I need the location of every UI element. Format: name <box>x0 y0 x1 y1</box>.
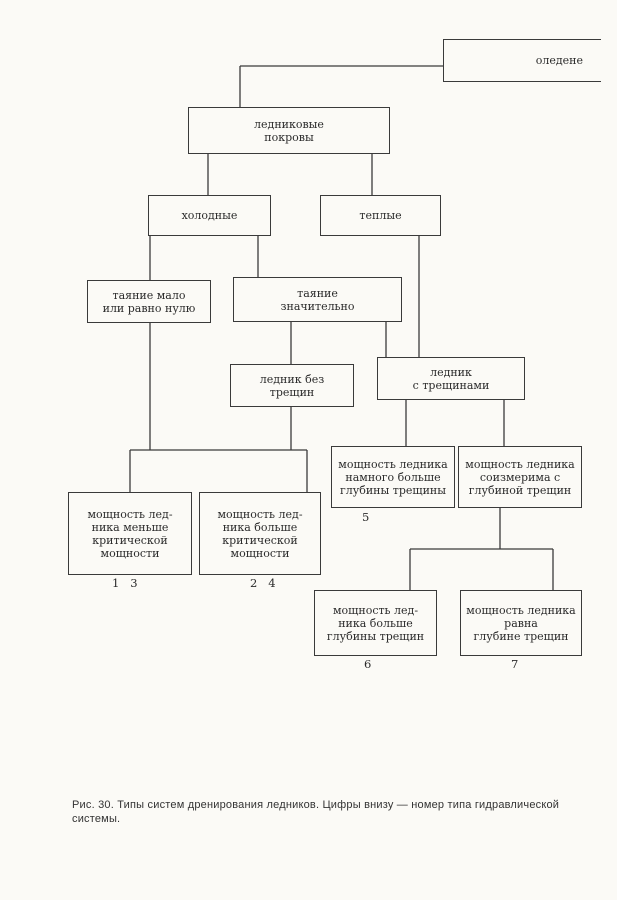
node-much-greater: мощность ледника намного больше глубины … <box>331 446 455 508</box>
type-number-label: 5 <box>362 510 370 524</box>
node-with-cracks: ледник с трещинами <box>377 357 525 400</box>
node-warm: теплые <box>320 195 441 236</box>
figure-caption: Рис. 30. Типы систем дренирования ледник… <box>72 799 560 825</box>
node-equal-depth: мощность ледника равна глубине трещин <box>460 590 582 656</box>
type-number-label: 1 3 <box>112 576 138 590</box>
node-comparable: мощность ледника соизмерима с глубиной т… <box>458 446 582 508</box>
node-greater-critical: мощность лед- ника больше критической мо… <box>199 492 321 575</box>
node-ice-sheets: ледниковые покровы <box>188 107 390 154</box>
node-no-cracks: ледник без трещин <box>230 364 354 407</box>
node-greater-depth: мощность лед- ника больше глубины трещин <box>314 590 437 656</box>
type-number-label: 2 4 <box>250 576 276 590</box>
node-melt-low: таяние мало или равно нулю <box>87 280 211 323</box>
type-number-label: 7 <box>511 657 519 671</box>
node-melt-high: таяние значительно <box>233 277 402 322</box>
type-number-label: 6 <box>364 657 372 671</box>
node-less-critical: мощность лед- ника меньше критической мо… <box>68 492 192 575</box>
node-glaciation: оледене <box>443 39 601 82</box>
node-cold: холодные <box>148 195 271 236</box>
